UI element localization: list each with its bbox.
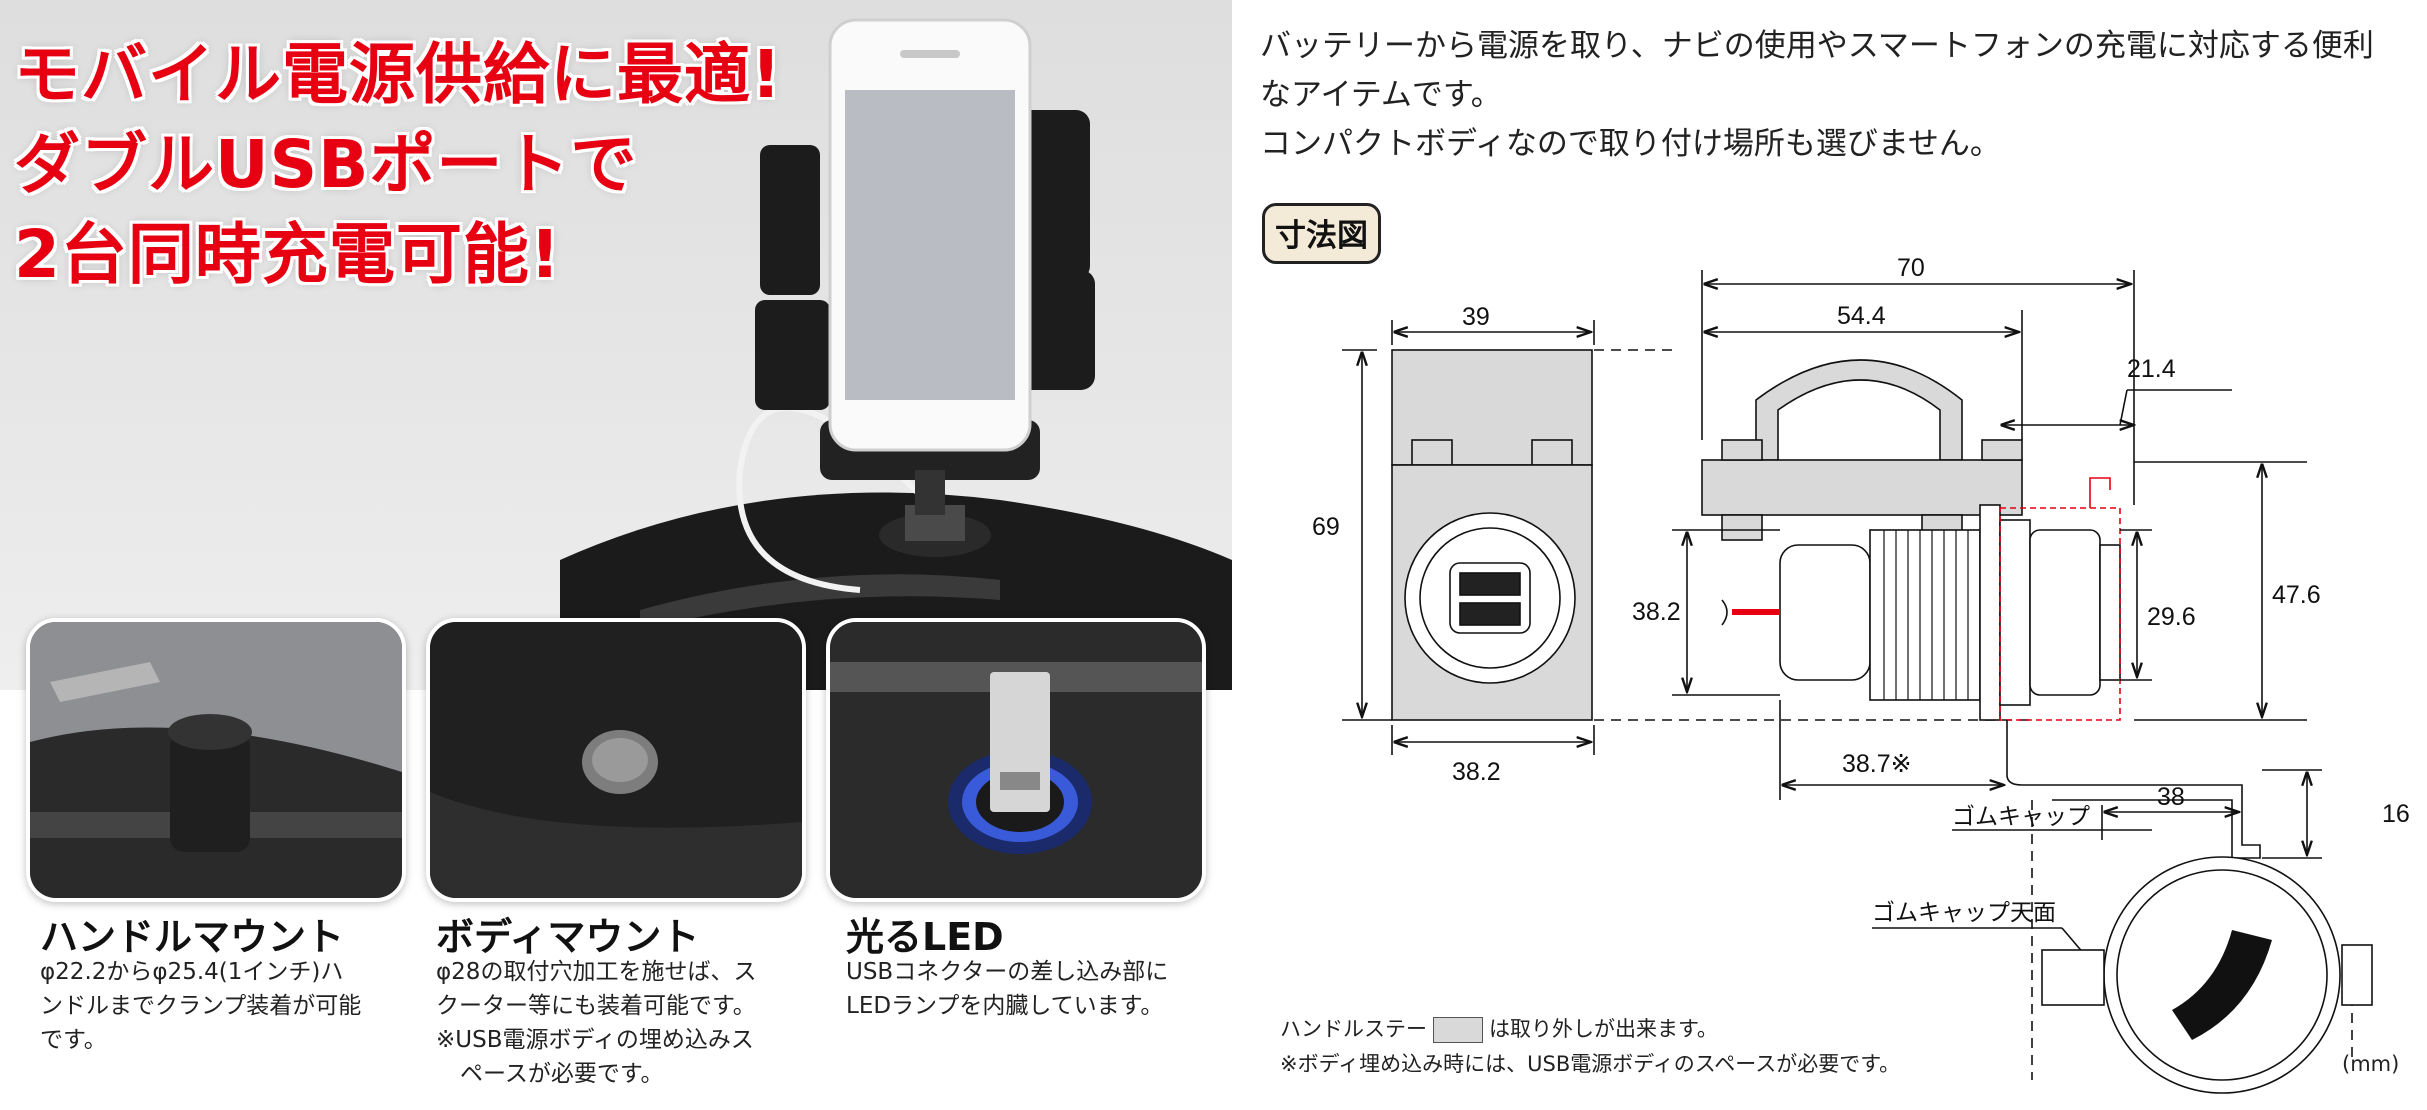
dim-29-6: 29.6 <box>2147 603 2196 631</box>
front-view <box>1342 320 2032 755</box>
feature-title-led: 光るLED <box>846 915 1004 959</box>
dim-54-4: 54.4 <box>1837 302 1886 330</box>
dim-69: 69 <box>1312 513 1340 541</box>
handle-mount-photo <box>26 618 406 902</box>
feature-desc-body: φ28の取付穴加工を施せば、ス クーター等にも装着可能です。 ※USB電源ボディ… <box>436 959 757 1087</box>
note-handle-stay: ハンドルステーは取り外しが出来ます。 <box>1280 1017 1718 1043</box>
side-view <box>1672 270 2373 1094</box>
led-photo <box>826 618 1206 902</box>
dim-38-7: 38.7※ <box>1842 750 1912 778</box>
kitaco-logo-icon <box>2172 930 2272 1040</box>
dimension-labels: 39 69 38.2 70 54.4 21.4 38.2 29.6 47.6 3… <box>1312 254 2410 925</box>
feature-desc-led: USBコネクターの差し込み部に LEDランプを内臓しています。 <box>846 959 1169 1019</box>
clamp-side <box>1755 359 1963 461</box>
dim-21-4: 21.4 <box>2127 355 2176 383</box>
socket-icon <box>170 732 250 852</box>
dim-70: 70 <box>1897 254 1925 282</box>
product-photo-panel: モバイル電源供給に最適! ダブルUSBポートで 2台同時充電可能! <box>0 0 1232 1087</box>
handle-stay-side <box>1701 459 2023 516</box>
unit-label: (mm) <box>2342 1052 2400 1076</box>
holder-left-arm <box>760 145 820 295</box>
feature-title-body: ボディマウント <box>436 915 700 959</box>
dim-38-2-side: 38.2 <box>1632 598 1681 626</box>
headline-line-3: 2台同時充電可能! <box>14 216 562 293</box>
intro-text: バッテリーから電源を取り、ナビの使用やスマートフォンの充電に対応する便利 なアイ… <box>1260 28 2374 162</box>
handlebar <box>640 574 1000 630</box>
headline-line-2: ダブルUSBポートで <box>14 126 638 203</box>
headline: モバイル電源供給に最適! ダブルUSBポートで 2台同時充電可能! <box>14 30 782 300</box>
label-rubber-cap-top: ゴムキャップ天面 <box>1872 899 2056 925</box>
spec-panel: バッテリーから電源を取り、ナビの使用やスマートフォンの充電に対応する便利 なアイ… <box>1232 0 2427 1110</box>
note-body-space: ※ボディ埋め込み時には、USB電源ボディのスペースが必要です。 <box>1280 1052 1901 1076</box>
rubber-cap-outline <box>1999 507 2121 721</box>
headline-line-1: モバイル電源供給に最適! <box>14 36 783 113</box>
dim-38-2-bottom: 38.2 <box>1452 758 1501 786</box>
dim-38: 38 <box>2157 783 2185 811</box>
feature-title-handle: ハンドルマウント <box>40 915 345 959</box>
dimension-diagram: 39 69 38.2 70 54.4 21.4 38.2 29.6 47.6 3… <box>1312 254 2410 1094</box>
phone-screen <box>845 90 1015 400</box>
dimension-diagram-badge: 寸法図 <box>1262 203 1381 264</box>
handle-stay-swatch <box>1433 1017 1483 1043</box>
feature-desc-handle: φ22.2からφ25.4(1インチ)ハ ンドルまでクランプ装着が可能 です。 <box>40 959 362 1053</box>
dim-47-6: 47.6 <box>2272 581 2321 609</box>
dim-16: 16 <box>2382 800 2410 828</box>
dim-39: 39 <box>1462 303 1490 331</box>
label-rubber-cap: ゴムキャップ <box>1952 803 2090 829</box>
body-mount-photo <box>426 618 806 902</box>
